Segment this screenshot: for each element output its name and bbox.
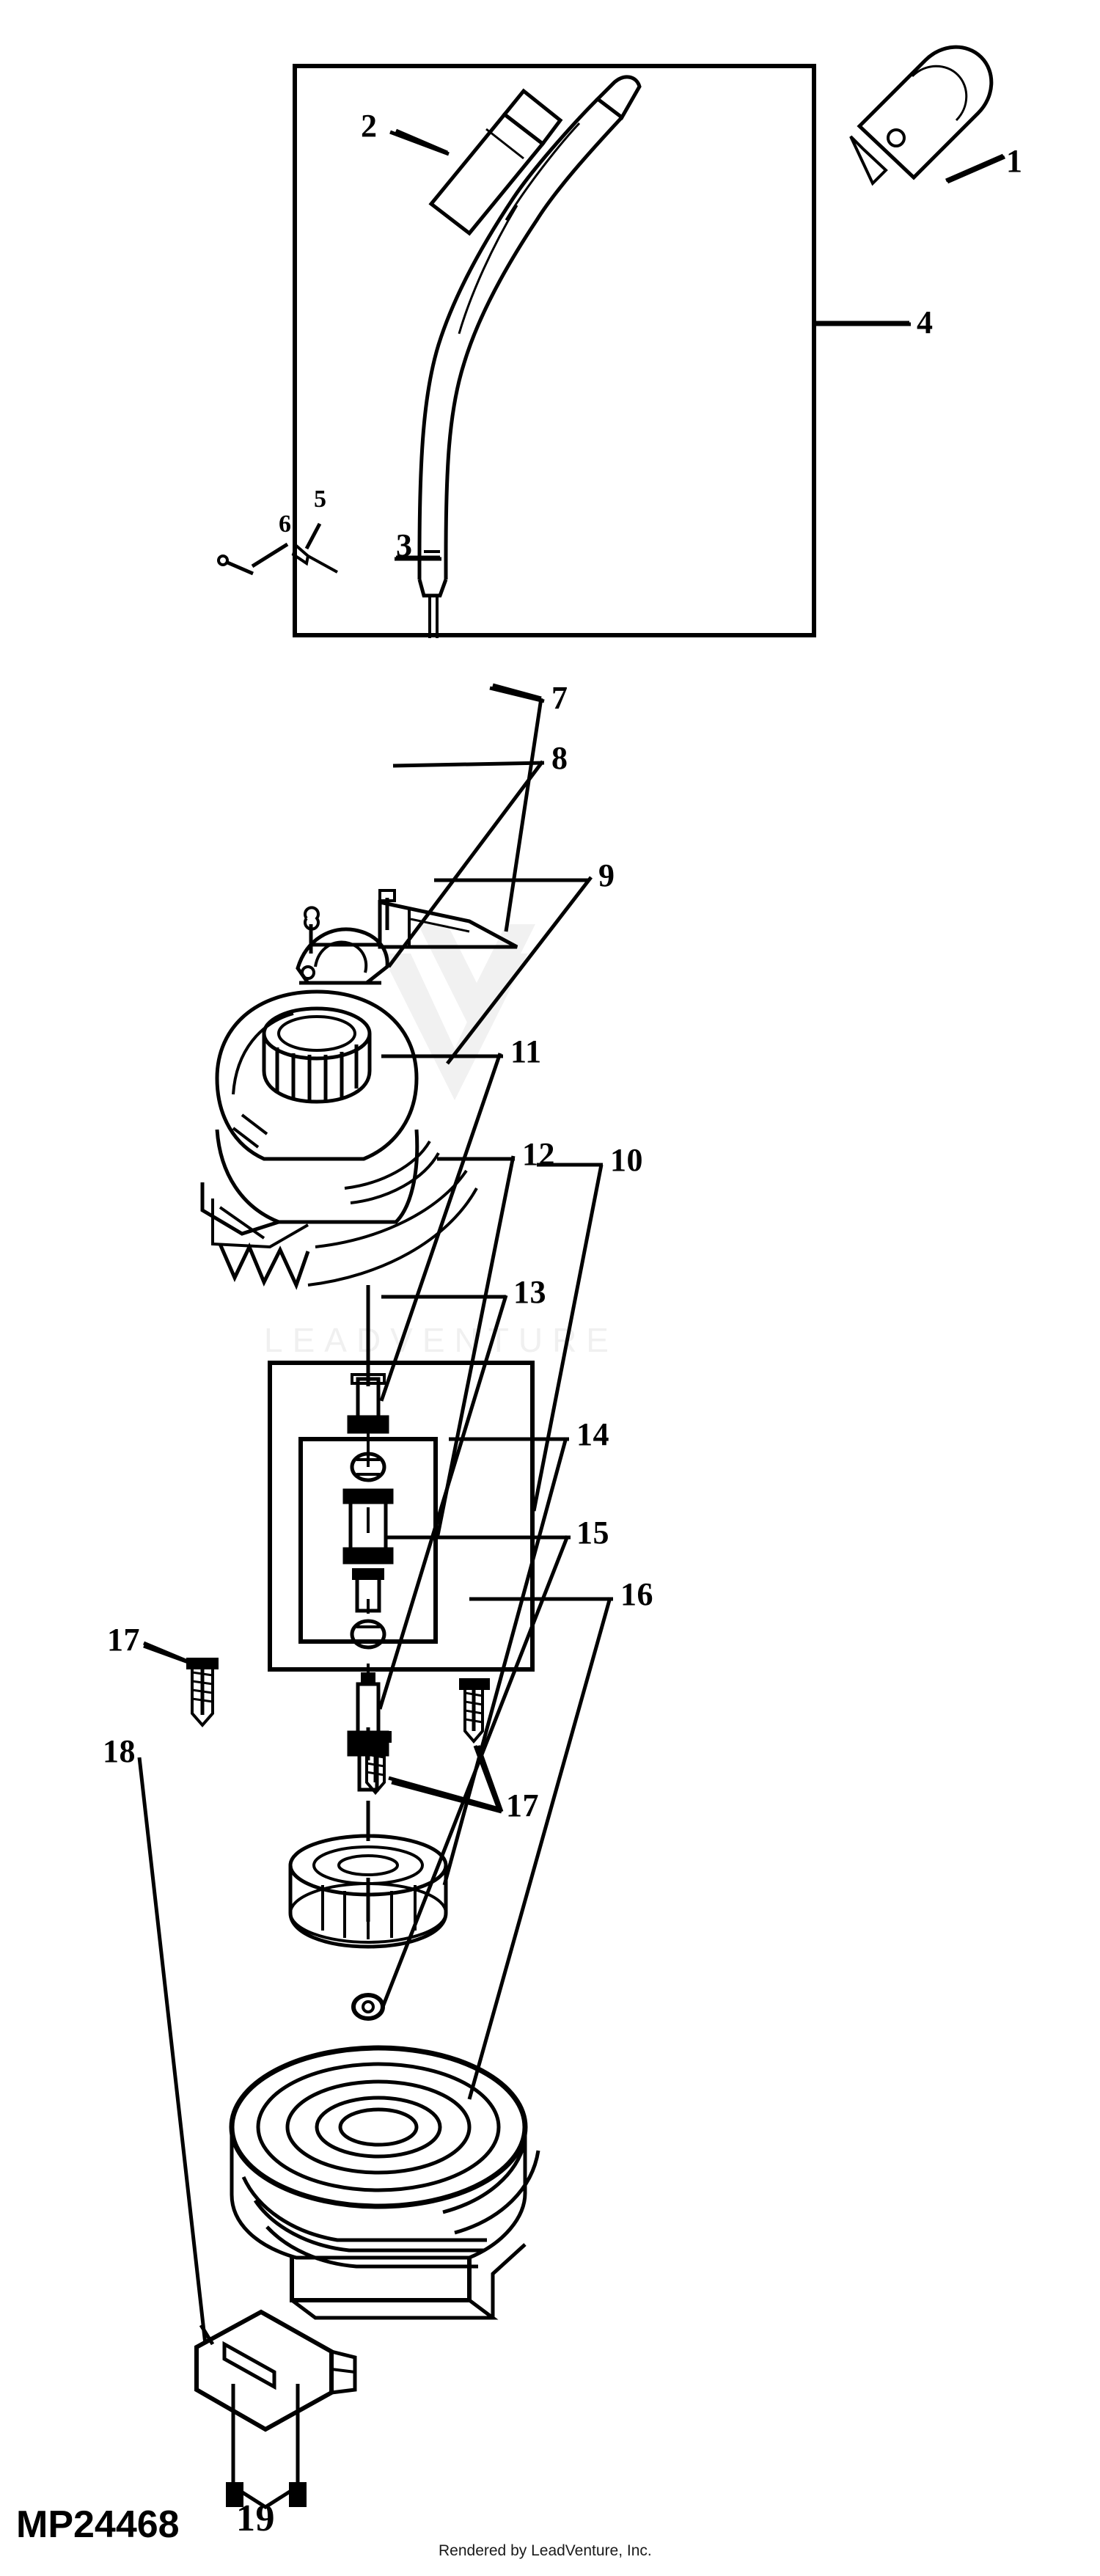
callout-12: 12 [522,1136,555,1172]
footer-credit: Rendered by LeadVenture, Inc. [439,2542,652,2559]
callout-1: 1 [1006,143,1023,179]
shaft-top-ferrule [595,75,642,120]
washer-nut [351,1993,385,2021]
callout-17-right: 17 [506,1788,539,1823]
cap-cover [296,927,389,985]
mounting-plate [194,2309,357,2432]
leader-lines [143,128,1004,2346]
spring-core-group [342,1452,394,1650]
watermark-text: LEADVENTURE [264,1321,618,1359]
callout-14: 14 [576,1416,609,1452]
collar-sleeve-tab [502,88,563,147]
blower-housing [200,989,478,1290]
callout-7: 7 [551,680,568,716]
callout-18: 18 [103,1733,136,1769]
spring-assembly-outer-box [268,1361,535,1672]
callout-6: 6 [279,511,292,538]
spiral-impeller-housing [229,2045,540,2320]
callout-2: 2 [361,108,378,144]
spool-reel [288,1834,448,1949]
callout-3: 3 [396,527,413,563]
shaft-assembly-box [293,64,816,637]
upper-spacer [347,1373,389,1434]
retaining-clip [291,543,338,574]
shaft-lower-end [417,579,448,598]
callout-15: 15 [576,1515,609,1551]
callout-5: 5 [314,486,327,513]
callout-16: 16 [620,1576,653,1612]
clip-pin [217,555,254,576]
leader-lines-visual [137,130,1005,2345]
curved-shaft-outline [417,98,599,579]
bracket-clip [226,2384,307,2509]
document-id: MP24468 [16,2503,180,2546]
shaft-lower-tip [428,596,439,638]
curved-shaft-outline-2 [444,116,623,579]
screw-left [186,1658,219,1728]
handle-grip [849,45,994,186]
shaft-seam-b [458,205,518,334]
callout-8: 8 [551,740,568,776]
callout-10: 10 [610,1142,643,1178]
shaft-seam-a [505,122,581,221]
callout-4: 4 [917,304,934,340]
screw-bottom-center [361,1731,392,1796]
bracket-wedge [304,889,518,954]
callout-11: 11 [510,1033,542,1069]
callout-19: 19 [236,2498,275,2539]
callout-13: 13 [513,1274,546,1310]
callout-9: 9 [598,857,615,893]
callout-17-left: 17 [107,1622,140,1658]
screw-right-upper [459,1678,490,1744]
